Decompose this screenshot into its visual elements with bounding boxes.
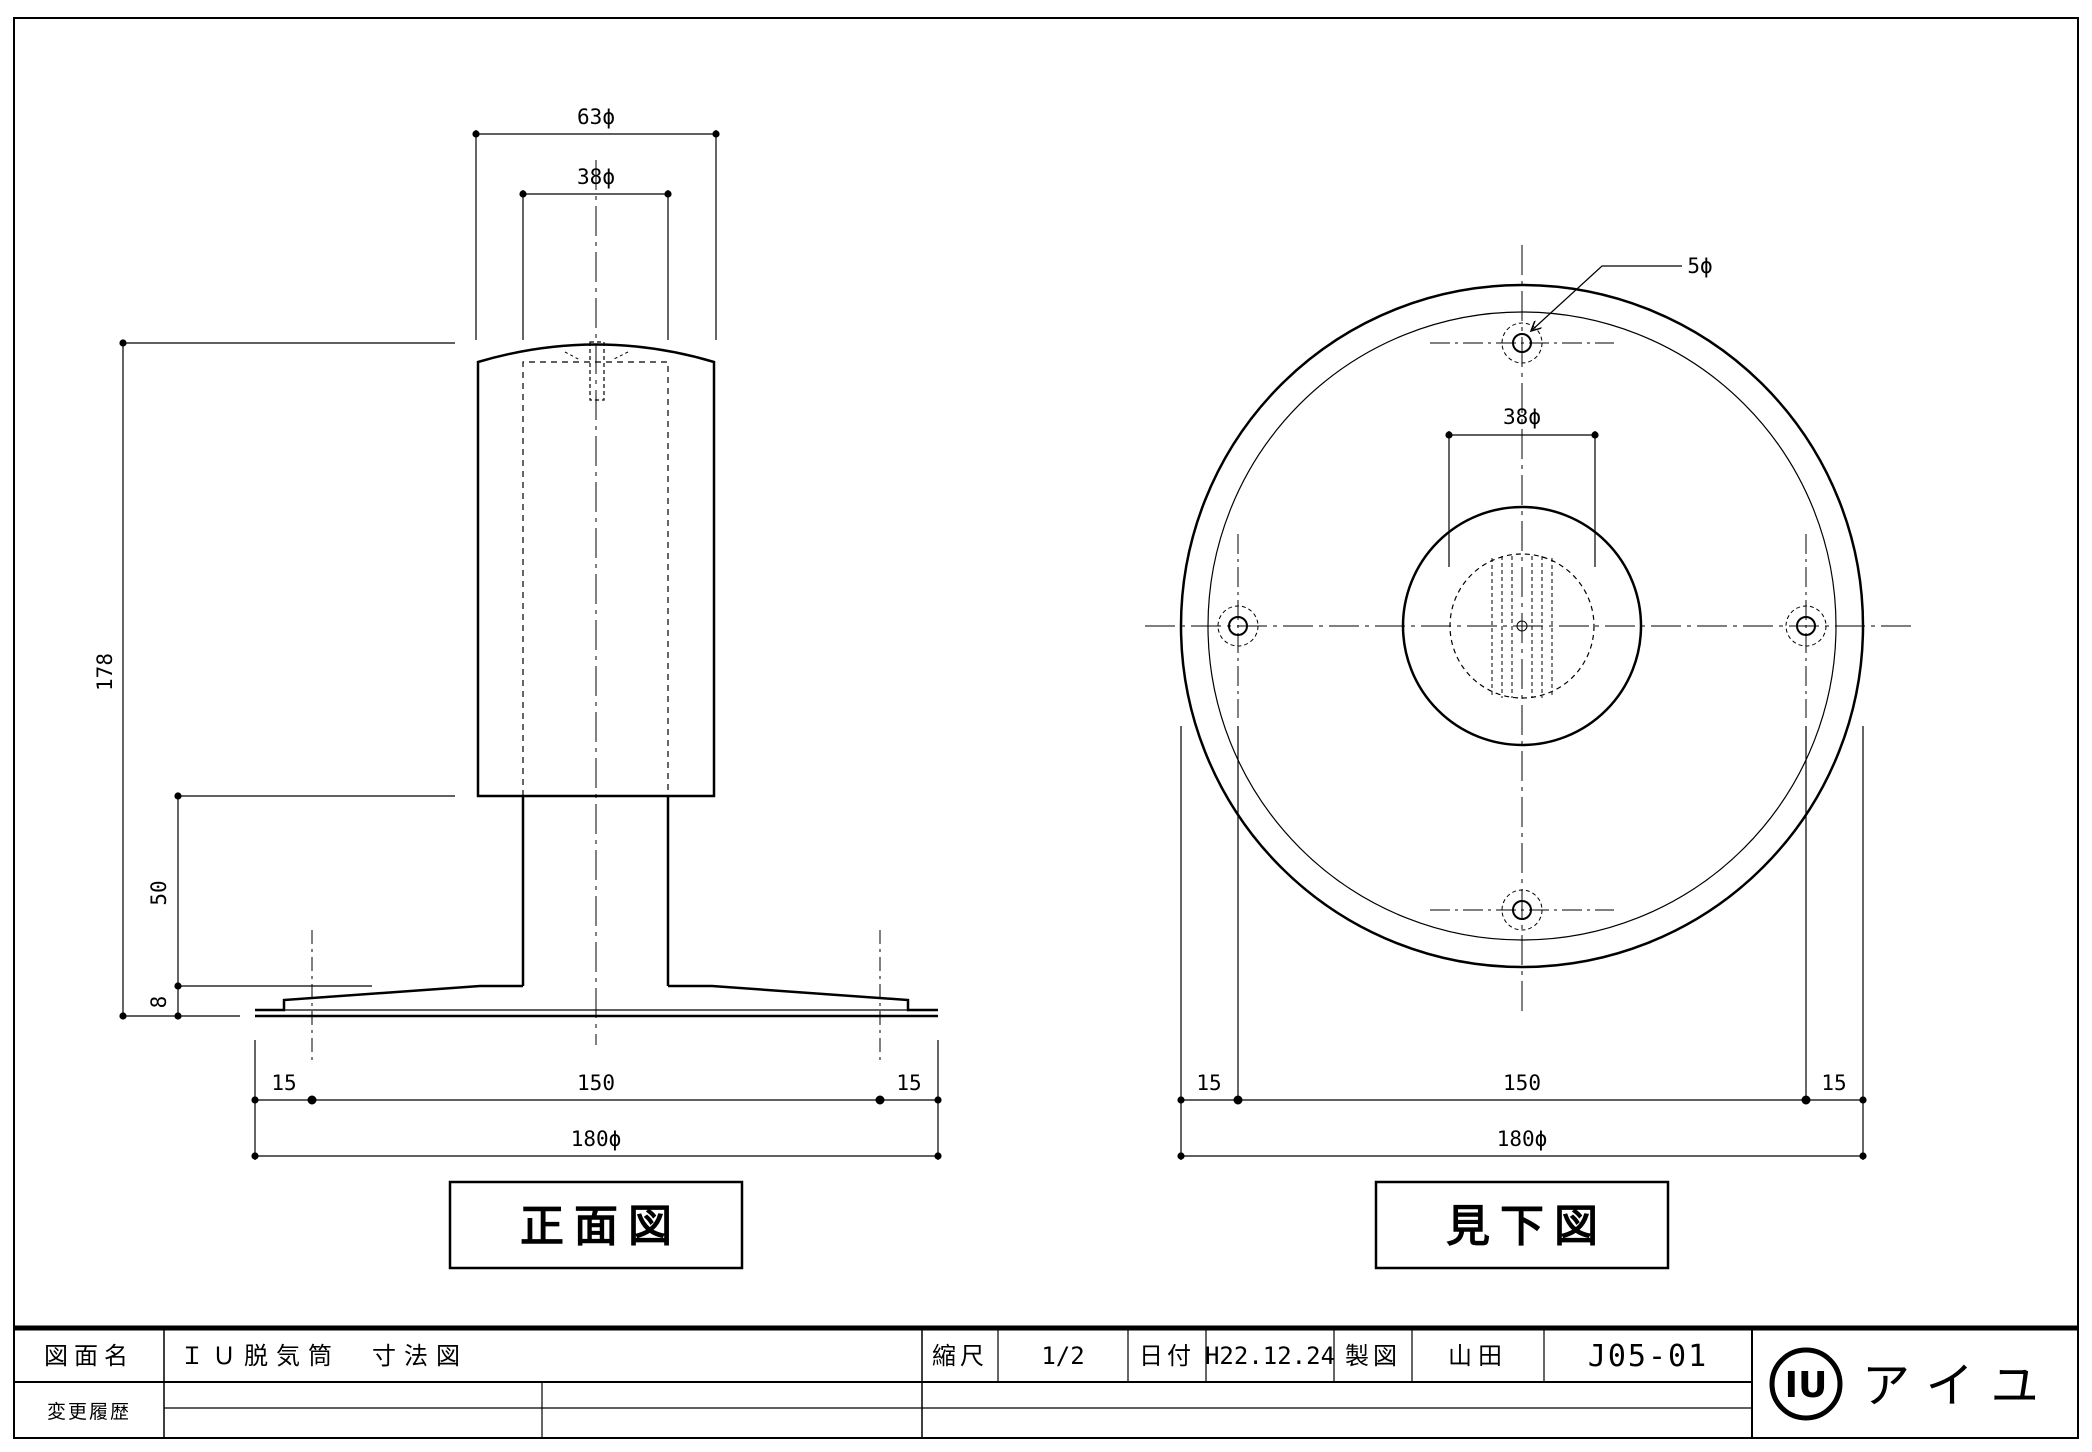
front-base-plate (255, 984, 938, 1012)
dim-63-label: 63ϕ (577, 105, 615, 129)
dim-180-label: 180ϕ (571, 1127, 622, 1151)
dim-8-label: 8 (147, 996, 171, 1009)
dim-38-bottom-label: 38ϕ (1503, 405, 1541, 429)
front-view-label-box (448, 1180, 744, 1270)
dim-15-left-bottom-label: 15 (1196, 1071, 1221, 1095)
dim-50-label: 50 (147, 880, 171, 905)
drawing-name: ＩＵ脱気筒 寸法図 (180, 1342, 468, 1370)
logo-mark-text: IU (1785, 1365, 1828, 1406)
dim-5-label: 5ϕ (1687, 254, 1712, 278)
bottom-view (1145, 245, 1915, 1160)
scale-label: 縮尺 (932, 1342, 988, 1370)
bolt-hole-right (1785, 605, 1827, 647)
front-view-label: 正面図 (520, 1201, 682, 1252)
title-block (14, 1325, 2078, 1438)
dim-150-bottom-label: 150 (1503, 1071, 1541, 1095)
date-label: 日付 (1139, 1342, 1195, 1370)
bottom-hidden-hatch (1491, 556, 1553, 698)
front-body-outline (476, 343, 716, 798)
company-logo: IU (1769, 1347, 1843, 1421)
dim-15-right-label: 15 (896, 1071, 921, 1095)
bolt-hole-bottom (1501, 889, 1543, 931)
sheet-border (13, 17, 2079, 1439)
front-stem (521, 796, 670, 986)
scale-value: 1/2 (1041, 1342, 1084, 1370)
title-block-text: 図面名 ＩＵ脱気筒 寸法図 縮尺 1/2 日付 H22.12.24 製図 山田 … (44, 1339, 1708, 1423)
front-view-dimensions-text: 63ϕ 38ϕ 178 50 8 15 150 15 180ϕ (93, 105, 922, 1151)
bolt-hole-top (1501, 322, 1543, 364)
dim-38-label: 38ϕ (577, 165, 615, 189)
bottom-view-dimensions-text: 5ϕ 38ϕ 15 150 15 180ϕ (1196, 254, 1846, 1151)
dim-15-left-label: 15 (271, 1071, 296, 1095)
front-hidden-hole (589, 341, 605, 401)
hole-leader (1531, 265, 1682, 331)
date-value: H22.12.24 (1205, 1342, 1335, 1370)
front-view (119, 130, 942, 1160)
dim-178-label: 178 (93, 653, 117, 691)
drawing-number: J05-01 (1588, 1339, 1708, 1374)
dim-150-label: 150 (577, 1071, 615, 1095)
bolt-hole-left (1217, 605, 1259, 647)
dim-15-right-bottom-label: 15 (1821, 1071, 1846, 1095)
bottom-view-label-box (1374, 1180, 1670, 1270)
drafter-value: 山田 (1448, 1342, 1508, 1370)
drafter-label: 製図 (1345, 1342, 1401, 1370)
drawing-name-label: 図面名 (44, 1342, 134, 1370)
bottom-view-label: 見下図 (1446, 1201, 1608, 1252)
revision-history-label: 変更履歴 (47, 1401, 131, 1423)
dim-180-bottom-label: 180ϕ (1497, 1127, 1548, 1151)
company-name: アイユ (1862, 1358, 2057, 1414)
